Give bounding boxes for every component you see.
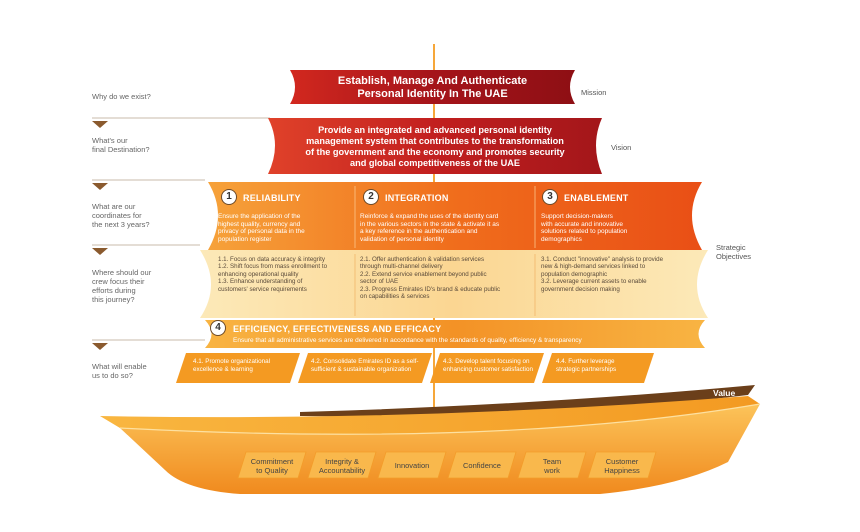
- pillar-1-initiatives: 1.1. Focus on data accuracy & integrity …: [218, 256, 328, 293]
- mission-label: Mission: [581, 88, 607, 97]
- value-item-3: Innovation: [394, 461, 430, 470]
- mission-line-2: Personal Identity In The UAE: [357, 88, 508, 100]
- card-shape-3: [430, 353, 544, 383]
- initiatives-band: [200, 250, 708, 318]
- vision-banner: [268, 118, 602, 174]
- pillar-2-number: 2: [363, 189, 379, 205]
- pillar-3-title: ENABLEMENT: [564, 193, 629, 203]
- efficiency-card-3: 4.3. Develop talent focusing on enhancin…: [443, 358, 533, 373]
- boat-deck: [100, 396, 760, 435]
- efficiency-card-1: 4.1. Promote organizational excellence &…: [193, 358, 271, 373]
- pillar-1-description: Ensure the application of the highest qu…: [218, 213, 305, 243]
- vision-label: Vision: [611, 143, 632, 152]
- question-destination: What's our final Destination?: [92, 136, 150, 154]
- pillar-3-number: 3: [542, 189, 558, 205]
- mission-line-1: Establish, Manage And Authenticate: [337, 75, 528, 87]
- question-coordinates: What are our coordinates for the next 3 …: [92, 202, 150, 229]
- value-item-1: Commitment to Quality: [250, 457, 294, 475]
- value-item-5: Team work: [542, 457, 562, 475]
- card-shape-2: [298, 353, 432, 383]
- efficiency-card-4: 4.4. Further leverage strategic partners…: [556, 358, 617, 373]
- pillar-2-initiatives: 2.1. Offer authentication & validation s…: [360, 256, 501, 301]
- vision-statement: Provide an integrated and advanced perso…: [305, 125, 565, 168]
- question-crew-focus: Where should our crew focus their effort…: [92, 268, 152, 304]
- boat-deck-dark: [300, 385, 755, 417]
- question-enable: What will enable us to do so?: [92, 362, 147, 380]
- efficiency-title: EFFICIENCY, EFFECTIVENESS AND EFFICACY: [233, 324, 442, 334]
- card-shape-4: [542, 353, 654, 383]
- value-item-4: Confidence: [463, 461, 501, 470]
- pillar-3-initiatives: 3.1. Conduct "innovative" analysis to pr…: [541, 256, 664, 293]
- value-label: Value: [713, 388, 736, 398]
- pillar-1-title: RELIABILITY: [243, 193, 301, 203]
- strategic-objectives-label: Strategic Objectives: [716, 243, 752, 261]
- card-shape-1: [176, 353, 300, 383]
- pillar-1-number: 1: [221, 189, 237, 205]
- mission-banner: [290, 70, 575, 104]
- value-item-2: Integrity & Accountability: [318, 457, 366, 475]
- value-item-6: Customer Happiness: [604, 457, 640, 475]
- efficiency-subtitle: Ensure that all administrative services …: [233, 337, 582, 344]
- mission-statement: Establish, Manage And Authenticate Perso…: [300, 75, 565, 101]
- efficiency-banner: [205, 320, 705, 348]
- question-why-exist: Why do we exist?: [92, 92, 151, 101]
- pillar-3-description: Support decision-makers with accurate an…: [541, 213, 628, 243]
- value-shapes: [237, 451, 657, 479]
- pillar-2-description: Reinforce & expand the uses of the ident…: [360, 213, 500, 243]
- row-dividers: [92, 117, 270, 350]
- efficiency-number: 4: [210, 320, 226, 336]
- pillar-banner: [208, 182, 702, 250]
- pillar-2-title: INTEGRATION: [385, 193, 449, 203]
- efficiency-card-2: 4.2. Consolidate Emirates ID as a self- …: [311, 358, 419, 373]
